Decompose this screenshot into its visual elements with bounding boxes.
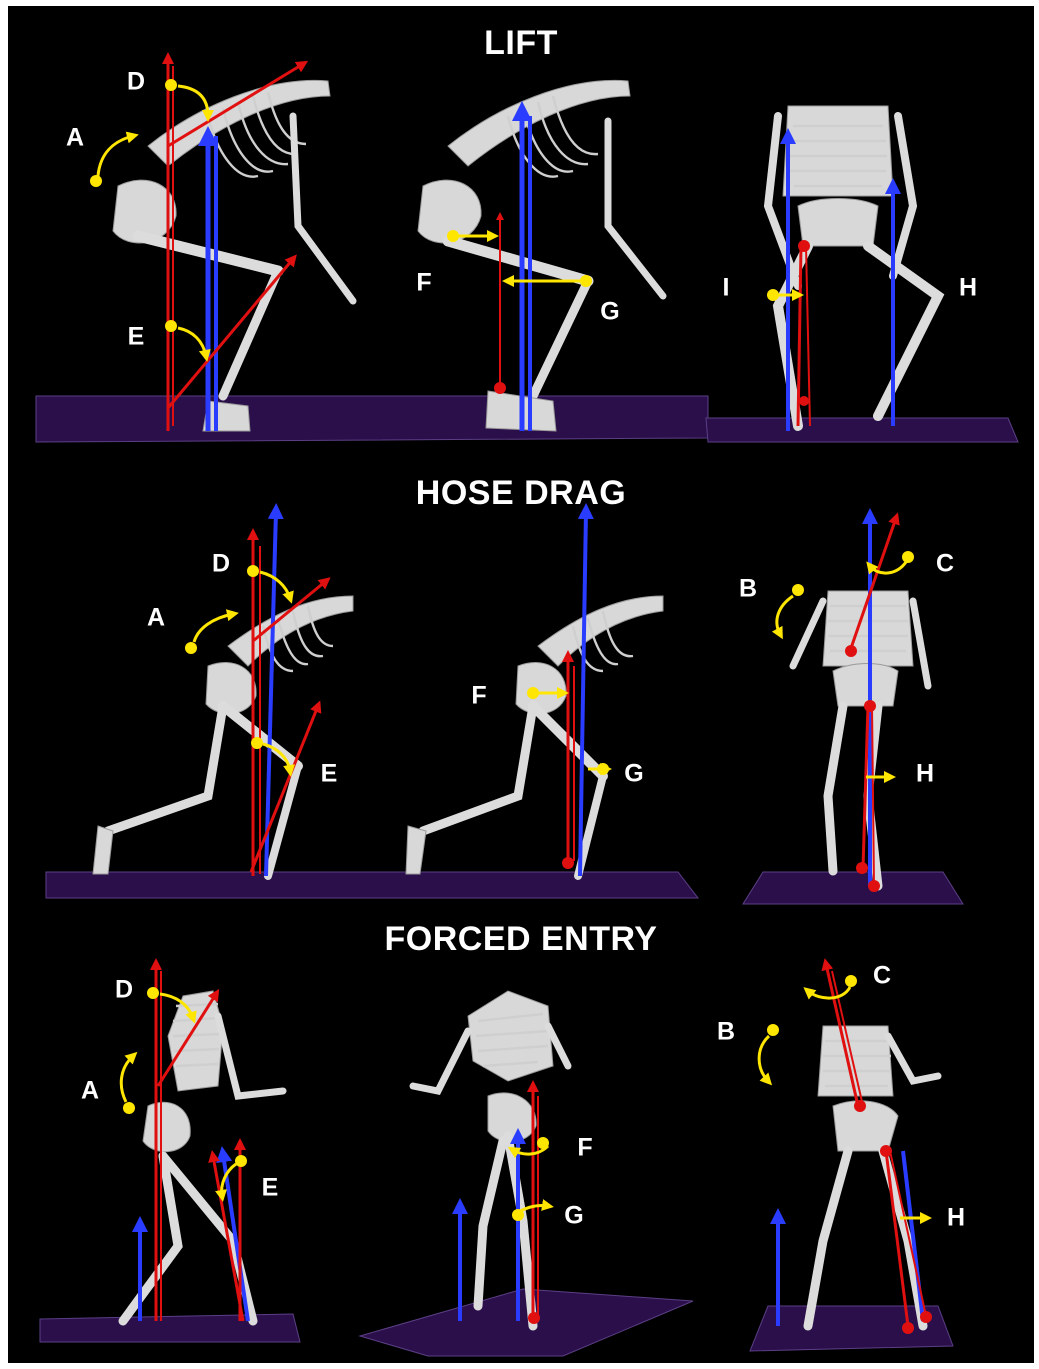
label-d: D (115, 976, 133, 1005)
label-h: H (947, 1204, 965, 1233)
skeleton-hose-front (793, 591, 928, 886)
label-a: A (81, 1077, 99, 1106)
joint-marker (123, 1102, 135, 1114)
joint-marker (767, 1024, 779, 1036)
joint-marker (562, 857, 574, 869)
skeleton-hose-side-2 (406, 596, 663, 876)
label-h: H (916, 760, 934, 789)
label-g: G (600, 298, 619, 327)
skeleton-lift-side-2 (418, 80, 663, 431)
label-h: H (959, 274, 977, 303)
force-vector (168, 64, 303, 146)
section-title-forced-entry: FORCED ENTRY (8, 920, 1034, 959)
label-b: B (717, 1018, 735, 1047)
joint-marker (854, 1100, 866, 1112)
section-title-hose-drag: HOSE DRAG (8, 474, 1034, 513)
label-b: B (739, 575, 757, 604)
joint-marker (528, 1312, 540, 1324)
label-i: I (723, 274, 730, 303)
label-d: D (212, 550, 230, 579)
joint-marker (527, 687, 539, 699)
moment-arrow (870, 562, 906, 573)
floor-plate (36, 396, 708, 442)
hose-drag-row (46, 511, 963, 904)
label-e: E (262, 1174, 279, 1203)
skeleton-lift-front (768, 106, 938, 426)
forced-entry-row (40, 964, 953, 1356)
label-e: E (321, 760, 338, 789)
skeleton-hose-side-1 (93, 596, 353, 876)
joint-marker (147, 987, 159, 999)
joint-marker (494, 382, 506, 394)
joint-marker (165, 79, 177, 91)
label-e: E (128, 323, 145, 352)
skeleton-forced-side-1 (123, 991, 283, 1321)
label-g: G (624, 760, 643, 789)
joint-marker (580, 275, 592, 287)
moment-arrow (808, 987, 850, 998)
joint-marker (868, 880, 880, 892)
vertical-vector (580, 511, 586, 876)
floor-plate (46, 872, 698, 898)
joint-marker (902, 1322, 914, 1334)
joint-marker (90, 175, 102, 187)
joint-marker (247, 565, 259, 577)
moment-arrow (121, 1056, 133, 1102)
floor-plate (40, 1314, 300, 1342)
label-f: F (577, 1134, 592, 1163)
joint-marker (798, 240, 810, 252)
moment-arrow (194, 614, 233, 642)
label-a: A (66, 124, 84, 153)
joint-marker (845, 975, 857, 987)
moment-arrow (178, 328, 206, 356)
joint-marker (251, 737, 263, 749)
moment-arrow (98, 136, 133, 176)
joint-marker (799, 396, 809, 406)
lift-row (36, 58, 1018, 442)
joint-marker (447, 230, 459, 242)
label-c: C (936, 550, 954, 579)
joint-marker (792, 584, 804, 596)
label-g: G (564, 1202, 583, 1231)
label-d: D (127, 68, 145, 97)
floor-plate (706, 418, 1018, 442)
joint-marker (185, 642, 197, 654)
moment-arrow (759, 1036, 769, 1081)
skeleton-forced-side-2 (413, 991, 568, 1326)
joint-marker (165, 320, 177, 332)
joint-marker (920, 1311, 932, 1323)
joint-marker (845, 645, 857, 657)
skeleton-lift-side-1 (113, 80, 353, 431)
section-title-lift: LIFT (8, 24, 1034, 63)
label-f: F (471, 682, 486, 711)
figure-panel: LIFT HOSE DRAG FORCED ENTRY D A E F G I … (8, 6, 1034, 1363)
moment-arrow (777, 596, 793, 634)
joint-marker (767, 289, 779, 301)
joint-marker (864, 700, 876, 712)
label-f: F (416, 269, 431, 298)
joint-marker (856, 862, 868, 874)
joint-marker (902, 551, 914, 563)
label-c: C (873, 962, 891, 991)
label-a: A (147, 604, 165, 633)
joint-marker (880, 1145, 892, 1157)
floor-plate (743, 872, 963, 904)
skeleton-figure-art (8, 6, 1034, 1363)
